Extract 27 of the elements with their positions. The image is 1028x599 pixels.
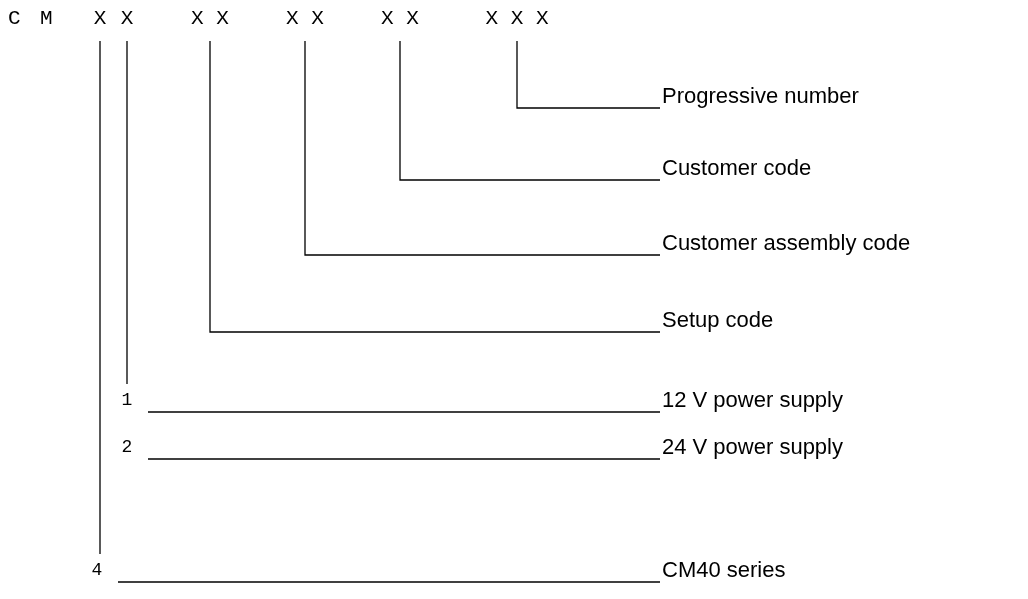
code-letter: C	[8, 6, 21, 32]
code-character: X	[93, 6, 107, 32]
code-character: X X X	[485, 6, 549, 32]
leader-line	[147, 411, 661, 413]
field-description: 12 V power supply	[662, 386, 843, 414]
code-character: X X	[190, 6, 230, 32]
option-value: 4	[90, 558, 104, 582]
code-character: X X	[285, 6, 325, 32]
field-description: 24 V power supply	[662, 433, 843, 461]
code-character: X X	[380, 6, 420, 32]
leader-line	[117, 581, 661, 583]
leader-line	[516, 40, 661, 109]
leader-line	[209, 40, 661, 333]
leader-line	[126, 40, 128, 385]
code-character: X	[120, 6, 134, 32]
option-value: 1	[120, 388, 134, 412]
field-description: Setup code	[662, 306, 774, 334]
leader-line	[304, 40, 661, 256]
option-value: 2	[120, 435, 134, 459]
leader-line	[99, 40, 101, 555]
code-letter: M	[40, 6, 53, 32]
field-description: CM40 series	[662, 556, 786, 584]
field-description: Customer code	[662, 154, 812, 182]
field-description: Customer assembly code	[662, 229, 911, 257]
leader-line	[399, 40, 661, 181]
field-description: Progressive number	[662, 82, 859, 110]
leader-line	[147, 458, 661, 460]
